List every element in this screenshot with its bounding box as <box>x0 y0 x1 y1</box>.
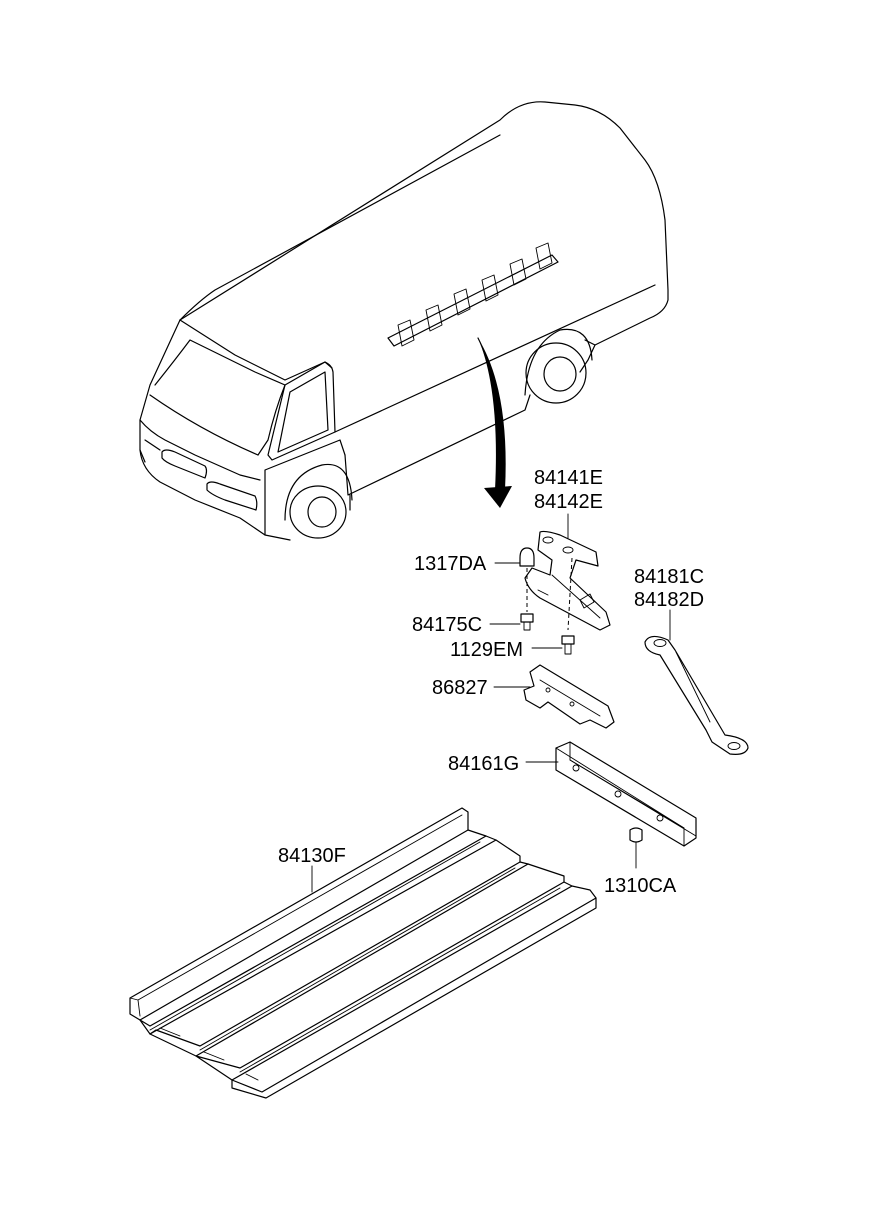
step-rail-84130F <box>129 807 597 1099</box>
bracket-84141E <box>524 530 611 631</box>
label-84130F: 84130F <box>278 845 346 867</box>
channel-84161G <box>555 741 697 847</box>
nut-1317DA <box>519 547 535 612</box>
label-84161G: 84161G <box>448 753 519 775</box>
leader-lines <box>311 513 671 893</box>
nut-1310CA <box>629 827 643 843</box>
label-1317DA: 1317DA <box>414 553 487 575</box>
bolt-1129EM <box>561 635 575 655</box>
van-illustration <box>139 101 669 541</box>
label-84142E: 84142E <box>534 491 603 513</box>
label-1129EM: 1129EM <box>450 639 523 661</box>
label-84141E: 84141E <box>534 467 603 489</box>
label-84182D: 84182D <box>634 589 704 611</box>
plate-86827 <box>523 664 615 729</box>
label-86827: 86827 <box>432 677 488 699</box>
label-84175C: 84175C <box>412 614 482 636</box>
strut-84181C <box>644 635 749 755</box>
bolt-84175C <box>520 613 534 631</box>
label-84181C: 84181C <box>634 566 704 588</box>
label-1310CA: 1310CA <box>604 875 677 897</box>
